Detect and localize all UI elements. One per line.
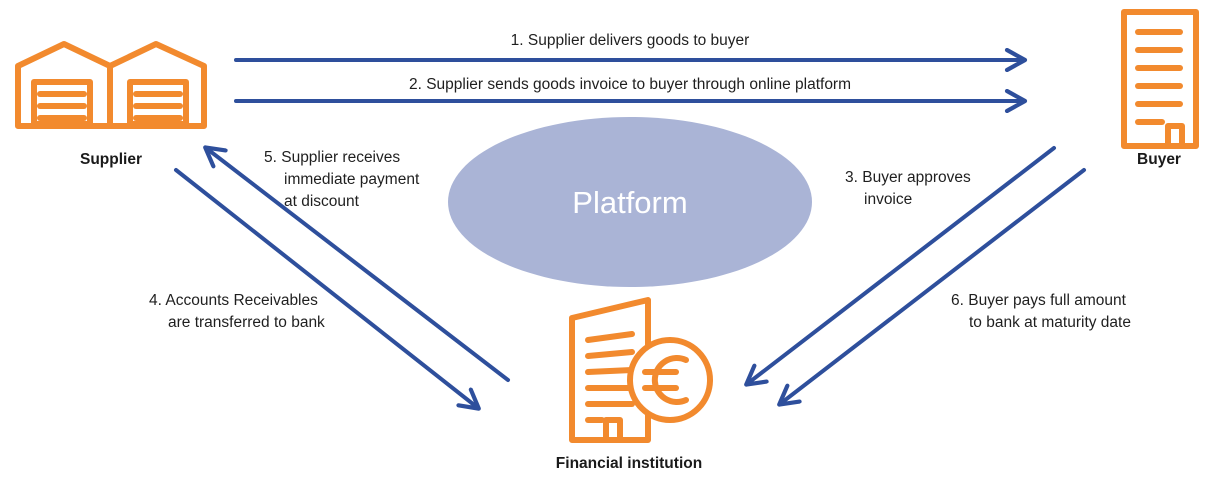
platform-node: Platform [448, 117, 812, 287]
step-6-label: 6. Buyer pays full amount to bank at mat… [951, 292, 1131, 331]
platform-label: Platform [572, 185, 687, 220]
warehouse-icon [15, 41, 207, 129]
step-4-label: 4. Accounts Receivables are transferred … [149, 292, 325, 331]
supplier-label: Supplier [80, 151, 142, 168]
platform-ellipse [448, 117, 812, 287]
step-1-label: 1. Supplier delivers goods to buyer [511, 32, 750, 49]
bank-euro-icon [569, 297, 713, 443]
arrow-step-4 [174, 168, 478, 408]
bank-label: Financial institution [556, 455, 702, 472]
buyer-label: Buyer [1137, 151, 1181, 168]
step-3-label: 3. Buyer approves invoice [845, 169, 975, 208]
step-2-label: 2. Supplier sends goods invoice to buyer… [409, 76, 851, 93]
flow-arrows [174, 60, 1086, 408]
arrow-step-3 [747, 146, 1056, 384]
step-5-label: 5. Supplier receives immediate payment a… [264, 149, 424, 210]
arrow-step-6 [780, 168, 1086, 404]
office-building-icon [1121, 9, 1199, 149]
arrow-step-5 [206, 148, 510, 382]
